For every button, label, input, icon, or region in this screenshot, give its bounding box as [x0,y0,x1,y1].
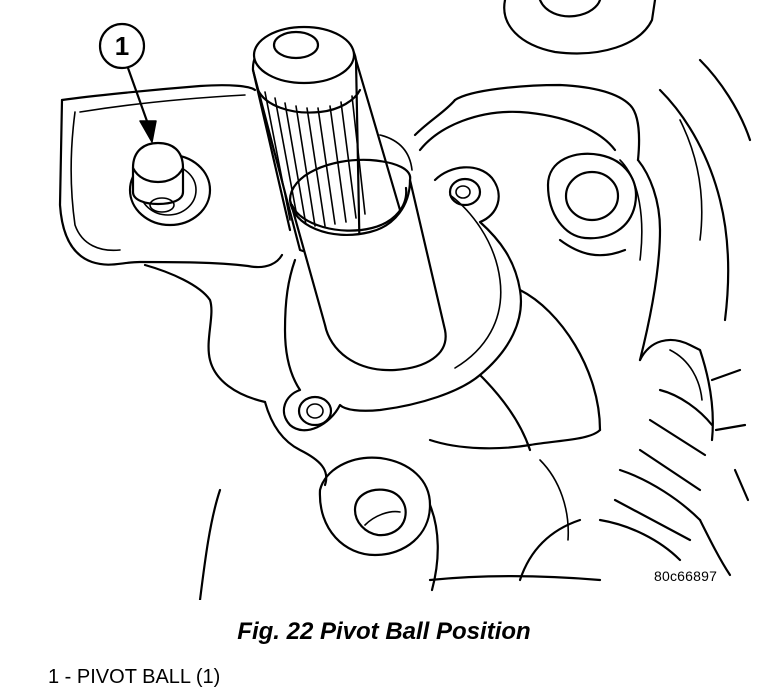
figure-caption: Fig. 22 Pivot Ball Position [237,618,531,645]
housing-right-outline [415,60,750,360]
pivot-ball [130,143,210,225]
callout-leader [100,24,156,142]
figure-code: 80c66897 [654,568,718,584]
housing-ribs [600,340,748,575]
callout-number-1: 1 [114,31,130,61]
input-shaft [253,27,400,270]
pivot-ball-illustration [0,0,768,600]
lower-housing [200,290,600,600]
legend-item-1: 1 - PIVOT BALL (1) [48,666,221,688]
retainer-flange [284,167,521,430]
bearing-retainer-sleeve [290,135,446,370]
housing-left-outline [60,85,282,402]
upper-housing-boss [504,0,655,53]
